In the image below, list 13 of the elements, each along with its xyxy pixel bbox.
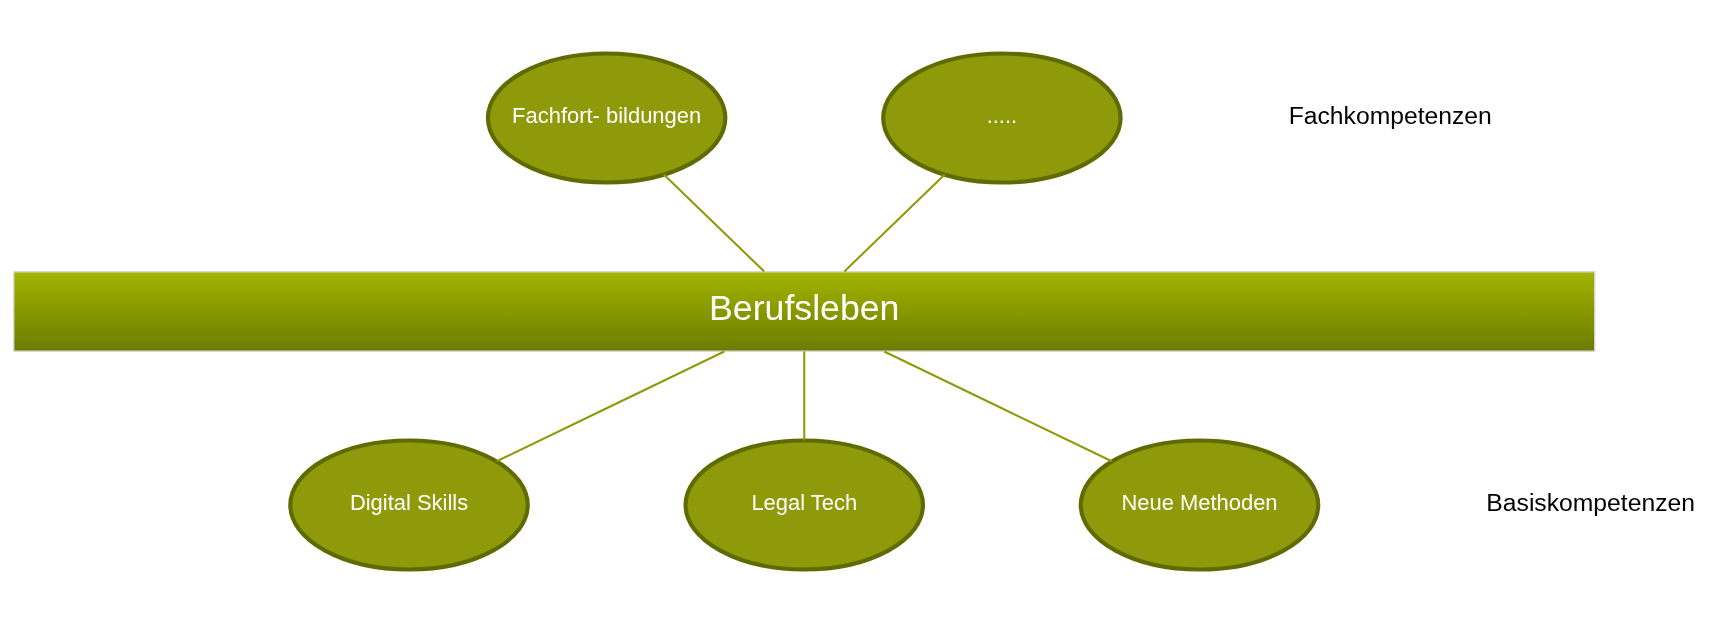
label: Fachkompetenzen [1288,102,1492,130]
connector [803,351,806,441]
node-ellipse: ..... [881,51,1123,185]
node-ellipse: Legal Tech [683,438,926,572]
connector [663,173,765,273]
label: Basiskompetenzen [1486,489,1695,517]
connector [496,350,725,463]
node-ellipse: Digital Skills [288,438,530,572]
node-ellipse: Fachfort- bildungen [485,51,728,185]
connector [843,173,946,273]
node-ellipse: Neue Methoden [1078,438,1321,572]
node-box: Berufsleben [13,271,1596,352]
connector [883,350,1113,463]
